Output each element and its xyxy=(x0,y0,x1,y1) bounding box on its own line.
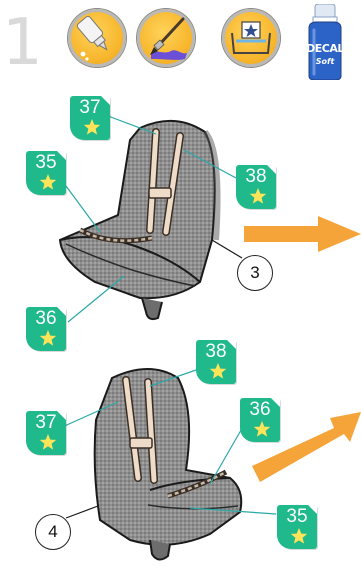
star-icon xyxy=(209,362,227,380)
decal-number: 38 xyxy=(196,341,236,363)
decal-tag-bottom-36: 36 xyxy=(240,398,280,442)
star-icon xyxy=(290,527,308,545)
star-icon xyxy=(253,420,271,438)
decal-tag-top-35: 35 xyxy=(26,151,66,195)
decal-number: 36 xyxy=(240,399,280,421)
star-icon xyxy=(83,118,101,136)
decal-tag-top-36: 36 xyxy=(26,307,66,351)
callout-3: 3 xyxy=(237,255,273,291)
decal-tag-bottom-35: 35 xyxy=(277,505,317,549)
car-seat-bottom xyxy=(95,369,242,560)
decal-number: 38 xyxy=(236,166,276,188)
decal-number: 37 xyxy=(26,412,66,434)
decal-tag-bottom-38: 38 xyxy=(196,340,236,384)
decal-tag-top-37: 37 xyxy=(70,96,110,140)
star-icon xyxy=(39,329,57,347)
decal-number: 36 xyxy=(26,308,66,330)
direction-arrow-right xyxy=(244,216,361,252)
car-seat-top xyxy=(60,121,218,319)
decal-number: 35 xyxy=(26,152,66,174)
decal-number: 35 xyxy=(277,506,317,528)
star-icon xyxy=(39,433,57,451)
decal-number: 37 xyxy=(70,97,110,119)
decal-tag-bottom-37: 37 xyxy=(26,411,66,455)
star-icon xyxy=(249,187,267,205)
decal-tag-top-38: 38 xyxy=(236,165,276,209)
star-icon xyxy=(39,173,57,191)
callout-4: 4 xyxy=(35,514,71,550)
